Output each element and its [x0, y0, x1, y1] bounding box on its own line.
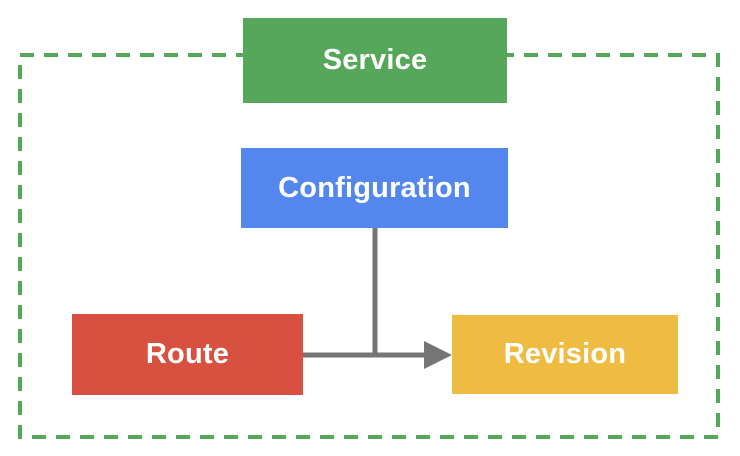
- node-revision[interactable]: Revision: [452, 315, 678, 394]
- node-route-label: Route: [145, 338, 230, 370]
- node-service[interactable]: Service: [243, 18, 507, 103]
- node-configuration-label: Configuration: [278, 171, 471, 204]
- arrowhead-into-revision: [424, 341, 452, 369]
- node-route[interactable]: Route: [72, 314, 303, 395]
- node-revision-label: Revision: [503, 338, 627, 370]
- node-service-label: Service: [322, 44, 428, 76]
- node-configuration[interactable]: Configuration: [241, 148, 508, 228]
